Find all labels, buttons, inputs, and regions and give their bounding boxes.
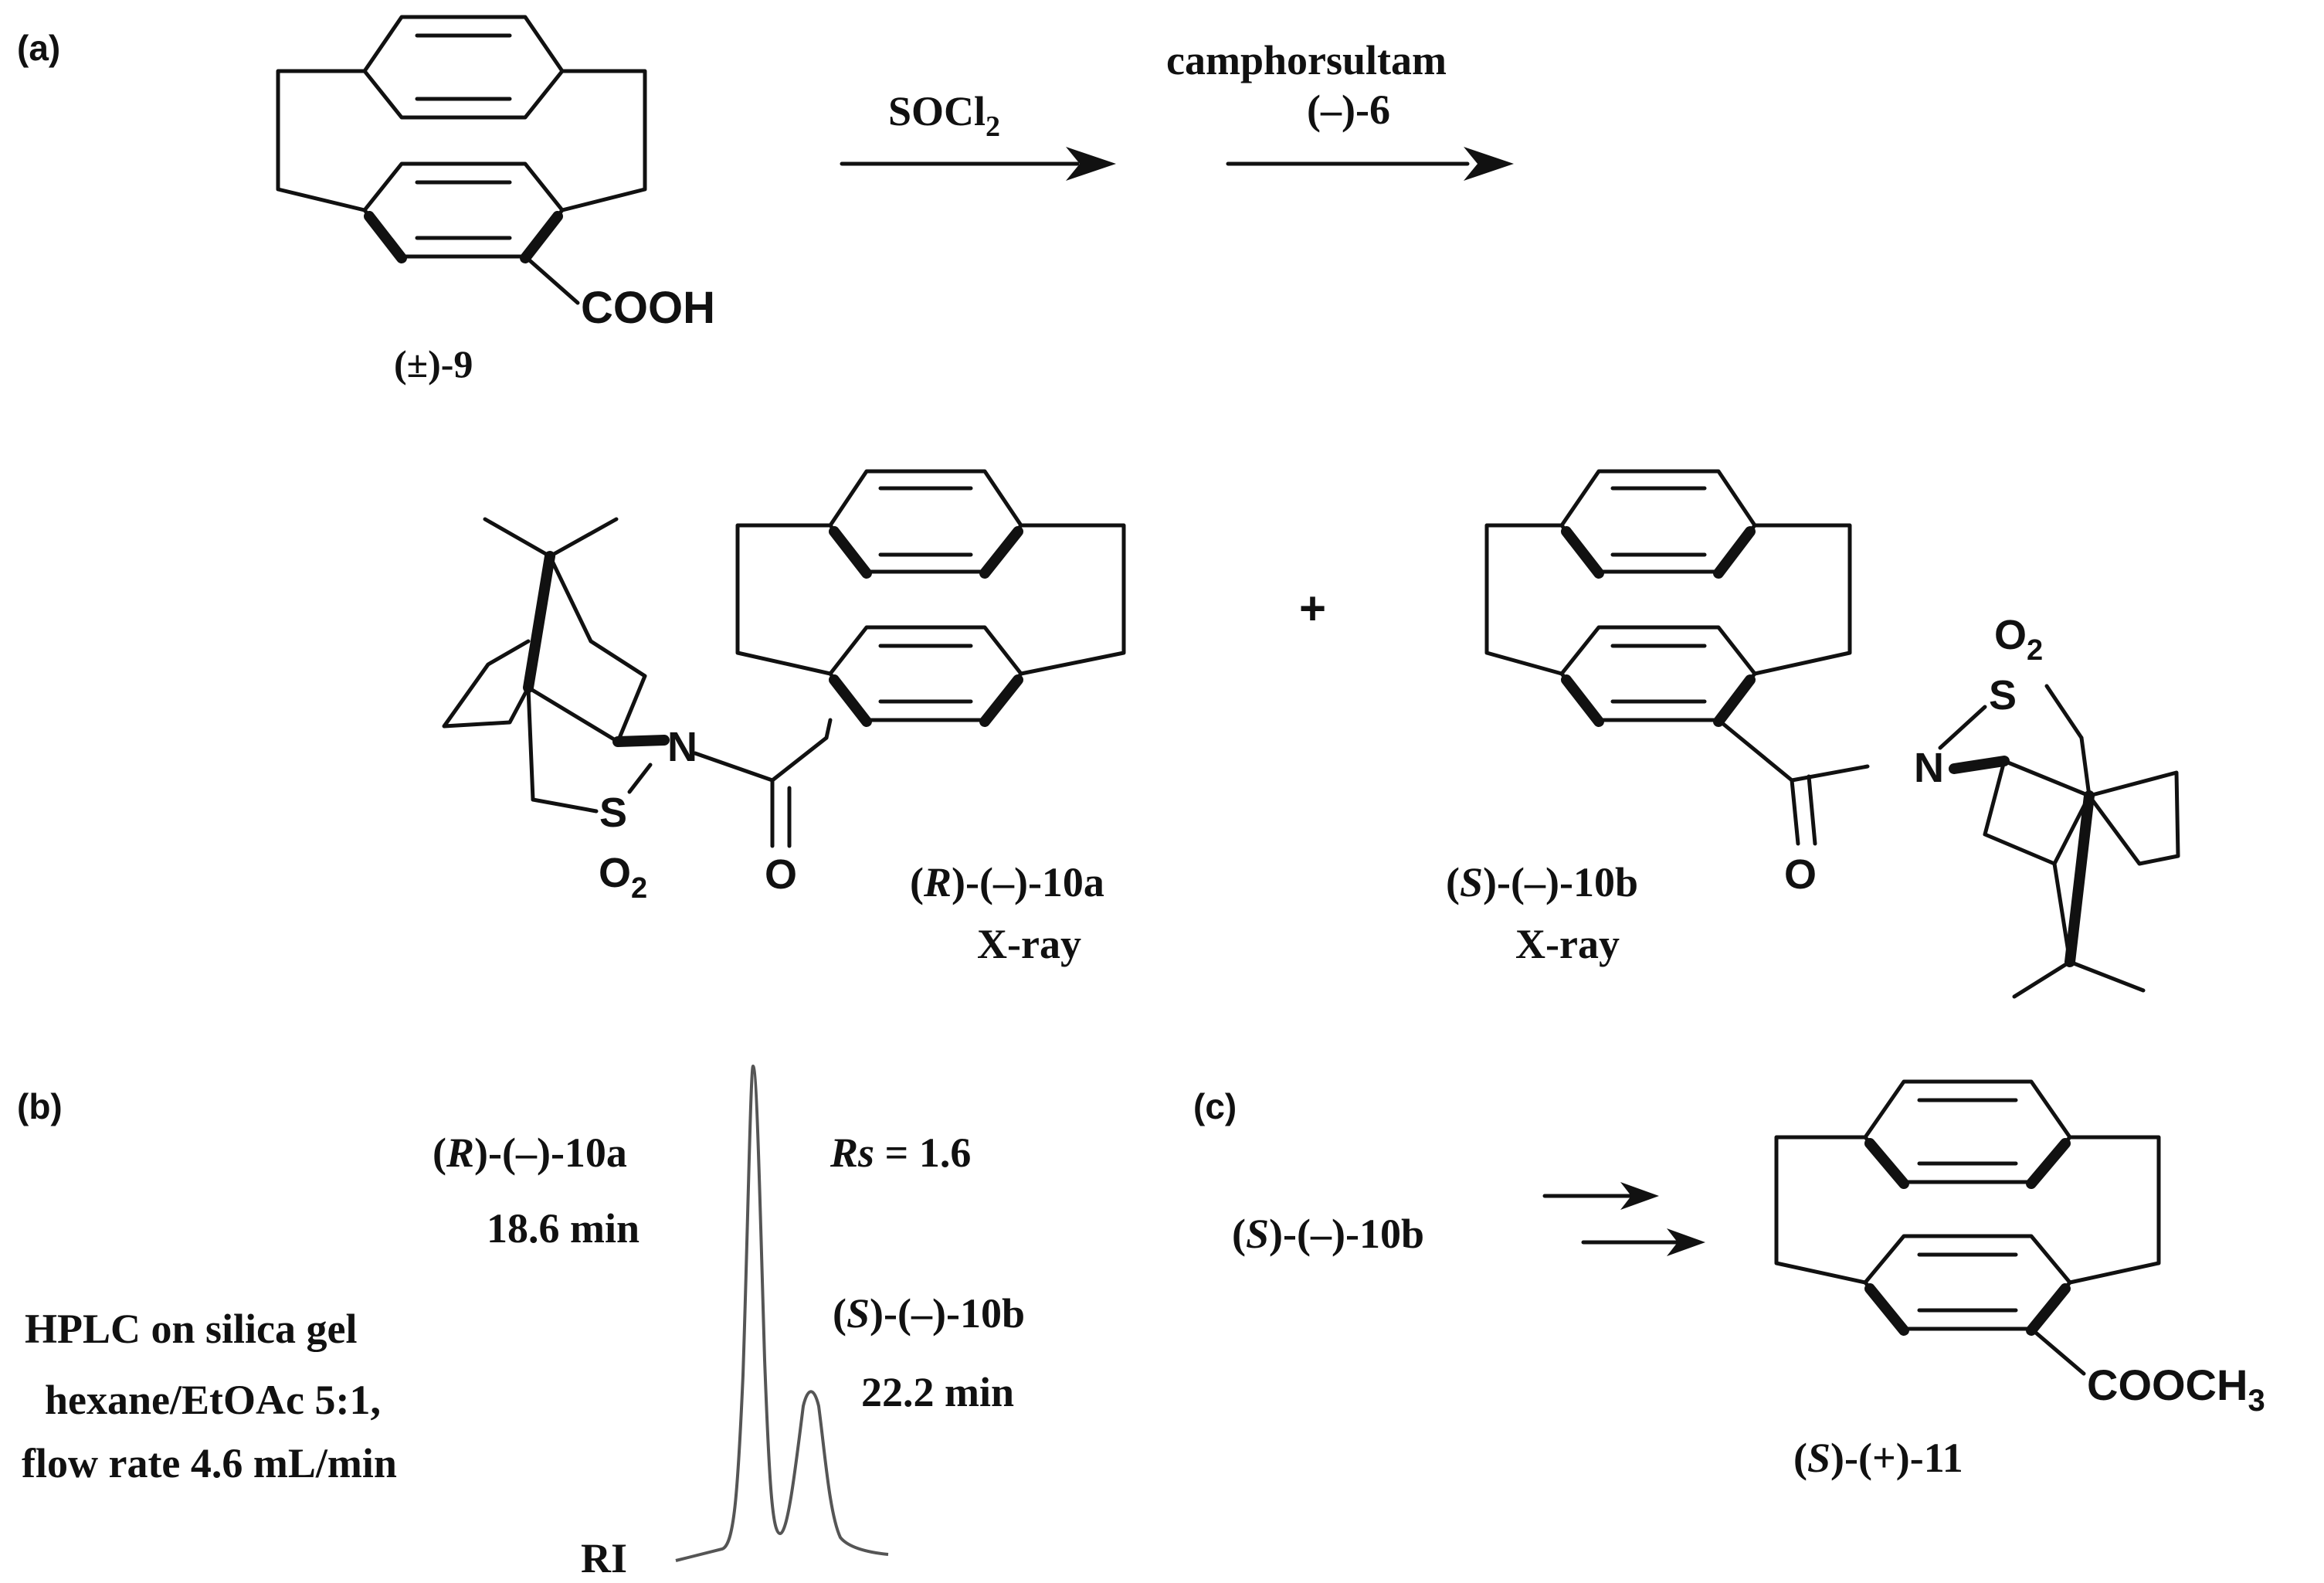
- reaction-arrow-1: [840, 147, 1116, 181]
- methyl-ester-structure: [1774, 1079, 2161, 1376]
- atom-n-left: N: [667, 724, 697, 770]
- resolution-value: Rs = 1.6: [830, 1130, 971, 1176]
- atom-s-left: S: [599, 790, 627, 836]
- peak1-label: (R)-(–)-10a: [433, 1130, 627, 1176]
- product-10a-structure: [442, 469, 1126, 848]
- peak2-retention-time: 22.2 min: [861, 1369, 1014, 1415]
- hplc-conditions-line1: HPLC on silica gel: [25, 1306, 358, 1352]
- product-10b-structure: [1484, 469, 2180, 999]
- sulfonyl-o2-right: O2: [1994, 612, 2043, 667]
- start-compound-label: (±)-9: [394, 342, 473, 386]
- acid-group-label: COOH: [581, 283, 715, 333]
- panel-label-c: (c): [1193, 1086, 1237, 1126]
- ester-group-label: COOCH3: [2087, 1360, 2265, 1418]
- reagent-camphorsultam: camphorsultam: [1166, 37, 1447, 83]
- reagent-socl2: SOCl2: [888, 88, 1000, 143]
- panel-label-b: (b): [17, 1086, 63, 1126]
- product-10b-xray: X-ray: [1515, 921, 1620, 967]
- reaction-c-start: (S)-(–)-10b: [1232, 1211, 1424, 1257]
- atom-s-right: S: [1989, 672, 2017, 718]
- atom-n-right: N: [1914, 745, 1944, 791]
- peak2-label: (S)-(–)-10b: [833, 1290, 1025, 1337]
- sulfonyl-o2-left: O2: [599, 850, 647, 905]
- carbonyl-o-left: O: [765, 851, 797, 898]
- peak1-retention-time: 18.6 min: [487, 1205, 640, 1252]
- chromatogram-trace: [675, 1064, 889, 1562]
- carbonyl-o-right: O: [1784, 851, 1817, 898]
- product-10a-label: (R)-(–)-10a: [910, 859, 1104, 905]
- paracyclophane-acid-structure: [276, 15, 647, 305]
- hplc-conditions-line3: flow rate 4.6 mL/min: [22, 1440, 397, 1486]
- reaction-arrow-2: [1226, 147, 1514, 181]
- product-11-label: (S)-(+)-11: [1793, 1435, 1963, 1481]
- detector-label: RI: [581, 1535, 627, 1581]
- product-10b-label: (S)-(–)-10b: [1446, 859, 1638, 905]
- hplc-conditions-line2: hexane/EtOAc 5:1,: [45, 1377, 381, 1423]
- plus-sign: +: [1299, 583, 1326, 634]
- multistep-arrow: [1542, 1182, 1705, 1256]
- reagent-sultam-number: (–)-6: [1307, 87, 1390, 133]
- panel-label-a: (a): [17, 28, 60, 68]
- product-10a-xray: X-ray: [977, 921, 1081, 967]
